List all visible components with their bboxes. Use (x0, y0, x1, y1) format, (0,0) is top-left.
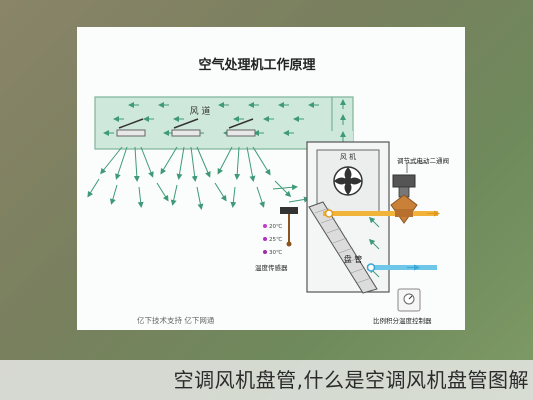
fan-label: 风 机 (340, 152, 356, 161)
valve-label: 调节式电动二通阀 (397, 156, 449, 165)
return-water-pipe (366, 263, 437, 272)
controller-label: 比例积分温度控制器 (373, 316, 432, 325)
coil (308, 201, 378, 294)
controller-icon (397, 288, 421, 312)
duct-label: 风 道 (190, 105, 211, 117)
fan-coil-unit: 风 机 盘 管 (306, 141, 390, 294)
supply-air-arrows (87, 146, 328, 210)
fan-icon (333, 166, 363, 196)
temp-30: 30℃ (269, 249, 282, 256)
caption: 空调风机盘管,什么是空调风机盘管图解 (0, 360, 533, 400)
watermark: 亿下技术支持 亿下网通 (137, 315, 215, 325)
air-handling-diagram: 空气处理机工作原理 风 道 (87, 57, 449, 325)
temperature-sensor-icon (280, 207, 298, 247)
air-diffusers (116, 118, 256, 137)
diagram-panel: 空气处理机工作原理 风 道 (77, 27, 465, 330)
diagram-title: 空气处理机工作原理 (198, 57, 315, 73)
valve-icon (390, 174, 418, 224)
supply-water-pipe (323, 209, 440, 218)
coil-label: 盘 管 (344, 254, 363, 264)
temp-20: 20℃ (269, 223, 282, 230)
temperature-scale: 20℃ 25℃ 30℃ (263, 223, 282, 256)
sensor-label: 温度传感器 (255, 263, 288, 272)
temp-25: 25℃ (269, 236, 282, 243)
